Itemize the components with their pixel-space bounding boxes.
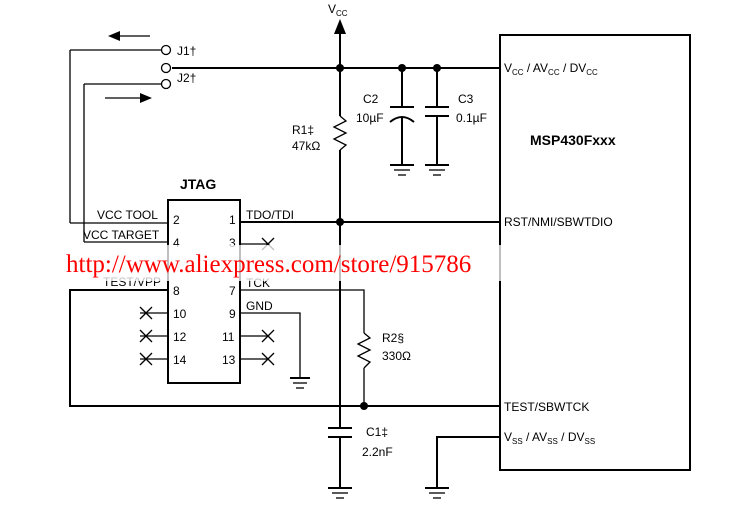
jtag-label-tdo-tdi: TDO/TDI xyxy=(246,208,294,222)
r1-name: R1‡ xyxy=(292,123,314,137)
c2-name: C2 xyxy=(363,92,379,106)
right-arrow-head-icon xyxy=(140,93,152,103)
jtag-connector: JTAG VCC TOOL VCC TARGET TEST/VPP TDO/TD… xyxy=(83,176,310,389)
pin-number: 10 xyxy=(173,307,187,321)
pin-number: 12 xyxy=(173,330,187,344)
mcu-pin-vss: VSS / AVSS / DVSS xyxy=(504,430,595,446)
jtag-title: JTAG xyxy=(180,176,216,192)
no-connect-icon xyxy=(261,329,275,343)
no-connect-icon xyxy=(139,352,153,366)
capacitor-c1: C1‡ 2.2nF xyxy=(328,406,393,499)
no-connect-icon xyxy=(261,352,275,366)
mcu-pin-test: TEST/SBWTCK xyxy=(504,400,589,414)
no-connect-icon xyxy=(139,329,153,343)
watermark-backdrop xyxy=(60,245,590,281)
j1-label: J1† xyxy=(177,44,196,58)
watermark-url: http://www.aliexpress.com/store/915786 xyxy=(66,251,471,278)
j2-terminal xyxy=(160,62,172,74)
svg-text:VCC: VCC xyxy=(328,2,348,18)
capacitor-c3: C3 0.1µF xyxy=(425,68,487,176)
jtag-label-vcc-target: VCC TARGET xyxy=(83,228,160,242)
vss-ground xyxy=(425,436,500,499)
no-connect-icon xyxy=(139,306,153,320)
resistor-r1: R1‡ 47kΩ xyxy=(292,68,348,153)
c1-name: C1‡ xyxy=(366,425,388,439)
c1-value: 2.2nF xyxy=(362,445,393,459)
vcc-label: V xyxy=(328,2,336,16)
r2-name: R2§ xyxy=(382,331,404,345)
junction-dot xyxy=(336,218,344,226)
resistor-r2: R2§ 330Ω xyxy=(356,331,411,406)
c3-name: C3 xyxy=(458,92,474,106)
r1-value: 47kΩ xyxy=(292,139,320,153)
pin-number: 14 xyxy=(173,353,187,367)
c2-value: 10µF xyxy=(356,111,384,125)
capacitor-c2: C2 10µF xyxy=(356,68,415,176)
resistor-r1-icon xyxy=(332,115,348,151)
jtag-gnd-wire xyxy=(240,312,301,378)
vcc-label-sub: CC xyxy=(336,9,348,18)
resistor-r2-icon xyxy=(356,332,372,369)
j2-label: J2† xyxy=(177,71,196,85)
vcc-arrow-icon xyxy=(334,19,346,34)
jtag-label-vcc-tool: VCC TOOL xyxy=(97,208,158,222)
pin-number: 13 xyxy=(222,353,236,367)
junction-dot xyxy=(360,402,368,410)
pin-number: 8 xyxy=(173,284,180,298)
jtag-label-gnd: GND xyxy=(246,299,273,313)
c3-value: 0.1µF xyxy=(456,111,487,125)
pin-number: 3 xyxy=(229,236,236,250)
jtag-outline xyxy=(167,199,241,384)
vcc-supply: VCC xyxy=(328,2,348,68)
j1-terminal xyxy=(160,44,172,56)
pin-number: 1 xyxy=(229,213,236,227)
connector-j1: J1† xyxy=(69,31,196,224)
pin-number: 4 xyxy=(173,236,180,250)
connector-j2: J2† xyxy=(83,62,196,243)
mcu-pin-vcc: VCC / AVCC / DVCC xyxy=(504,61,598,77)
r2-value: 330Ω xyxy=(382,349,411,363)
j2-terminal-2 xyxy=(160,78,172,90)
tck-wire xyxy=(240,289,365,333)
pin-number: 9 xyxy=(229,307,236,321)
mcu-name: MSP430Fxxx xyxy=(530,132,616,148)
pin-number: 11 xyxy=(222,330,235,344)
mcu-pin-rst: RST/NMI/SBWTDIO xyxy=(504,215,613,229)
left-arrow-head-icon xyxy=(108,31,120,41)
test-wire xyxy=(69,289,500,407)
pin-number: 2 xyxy=(173,213,180,227)
pin-number: 7 xyxy=(229,284,236,298)
